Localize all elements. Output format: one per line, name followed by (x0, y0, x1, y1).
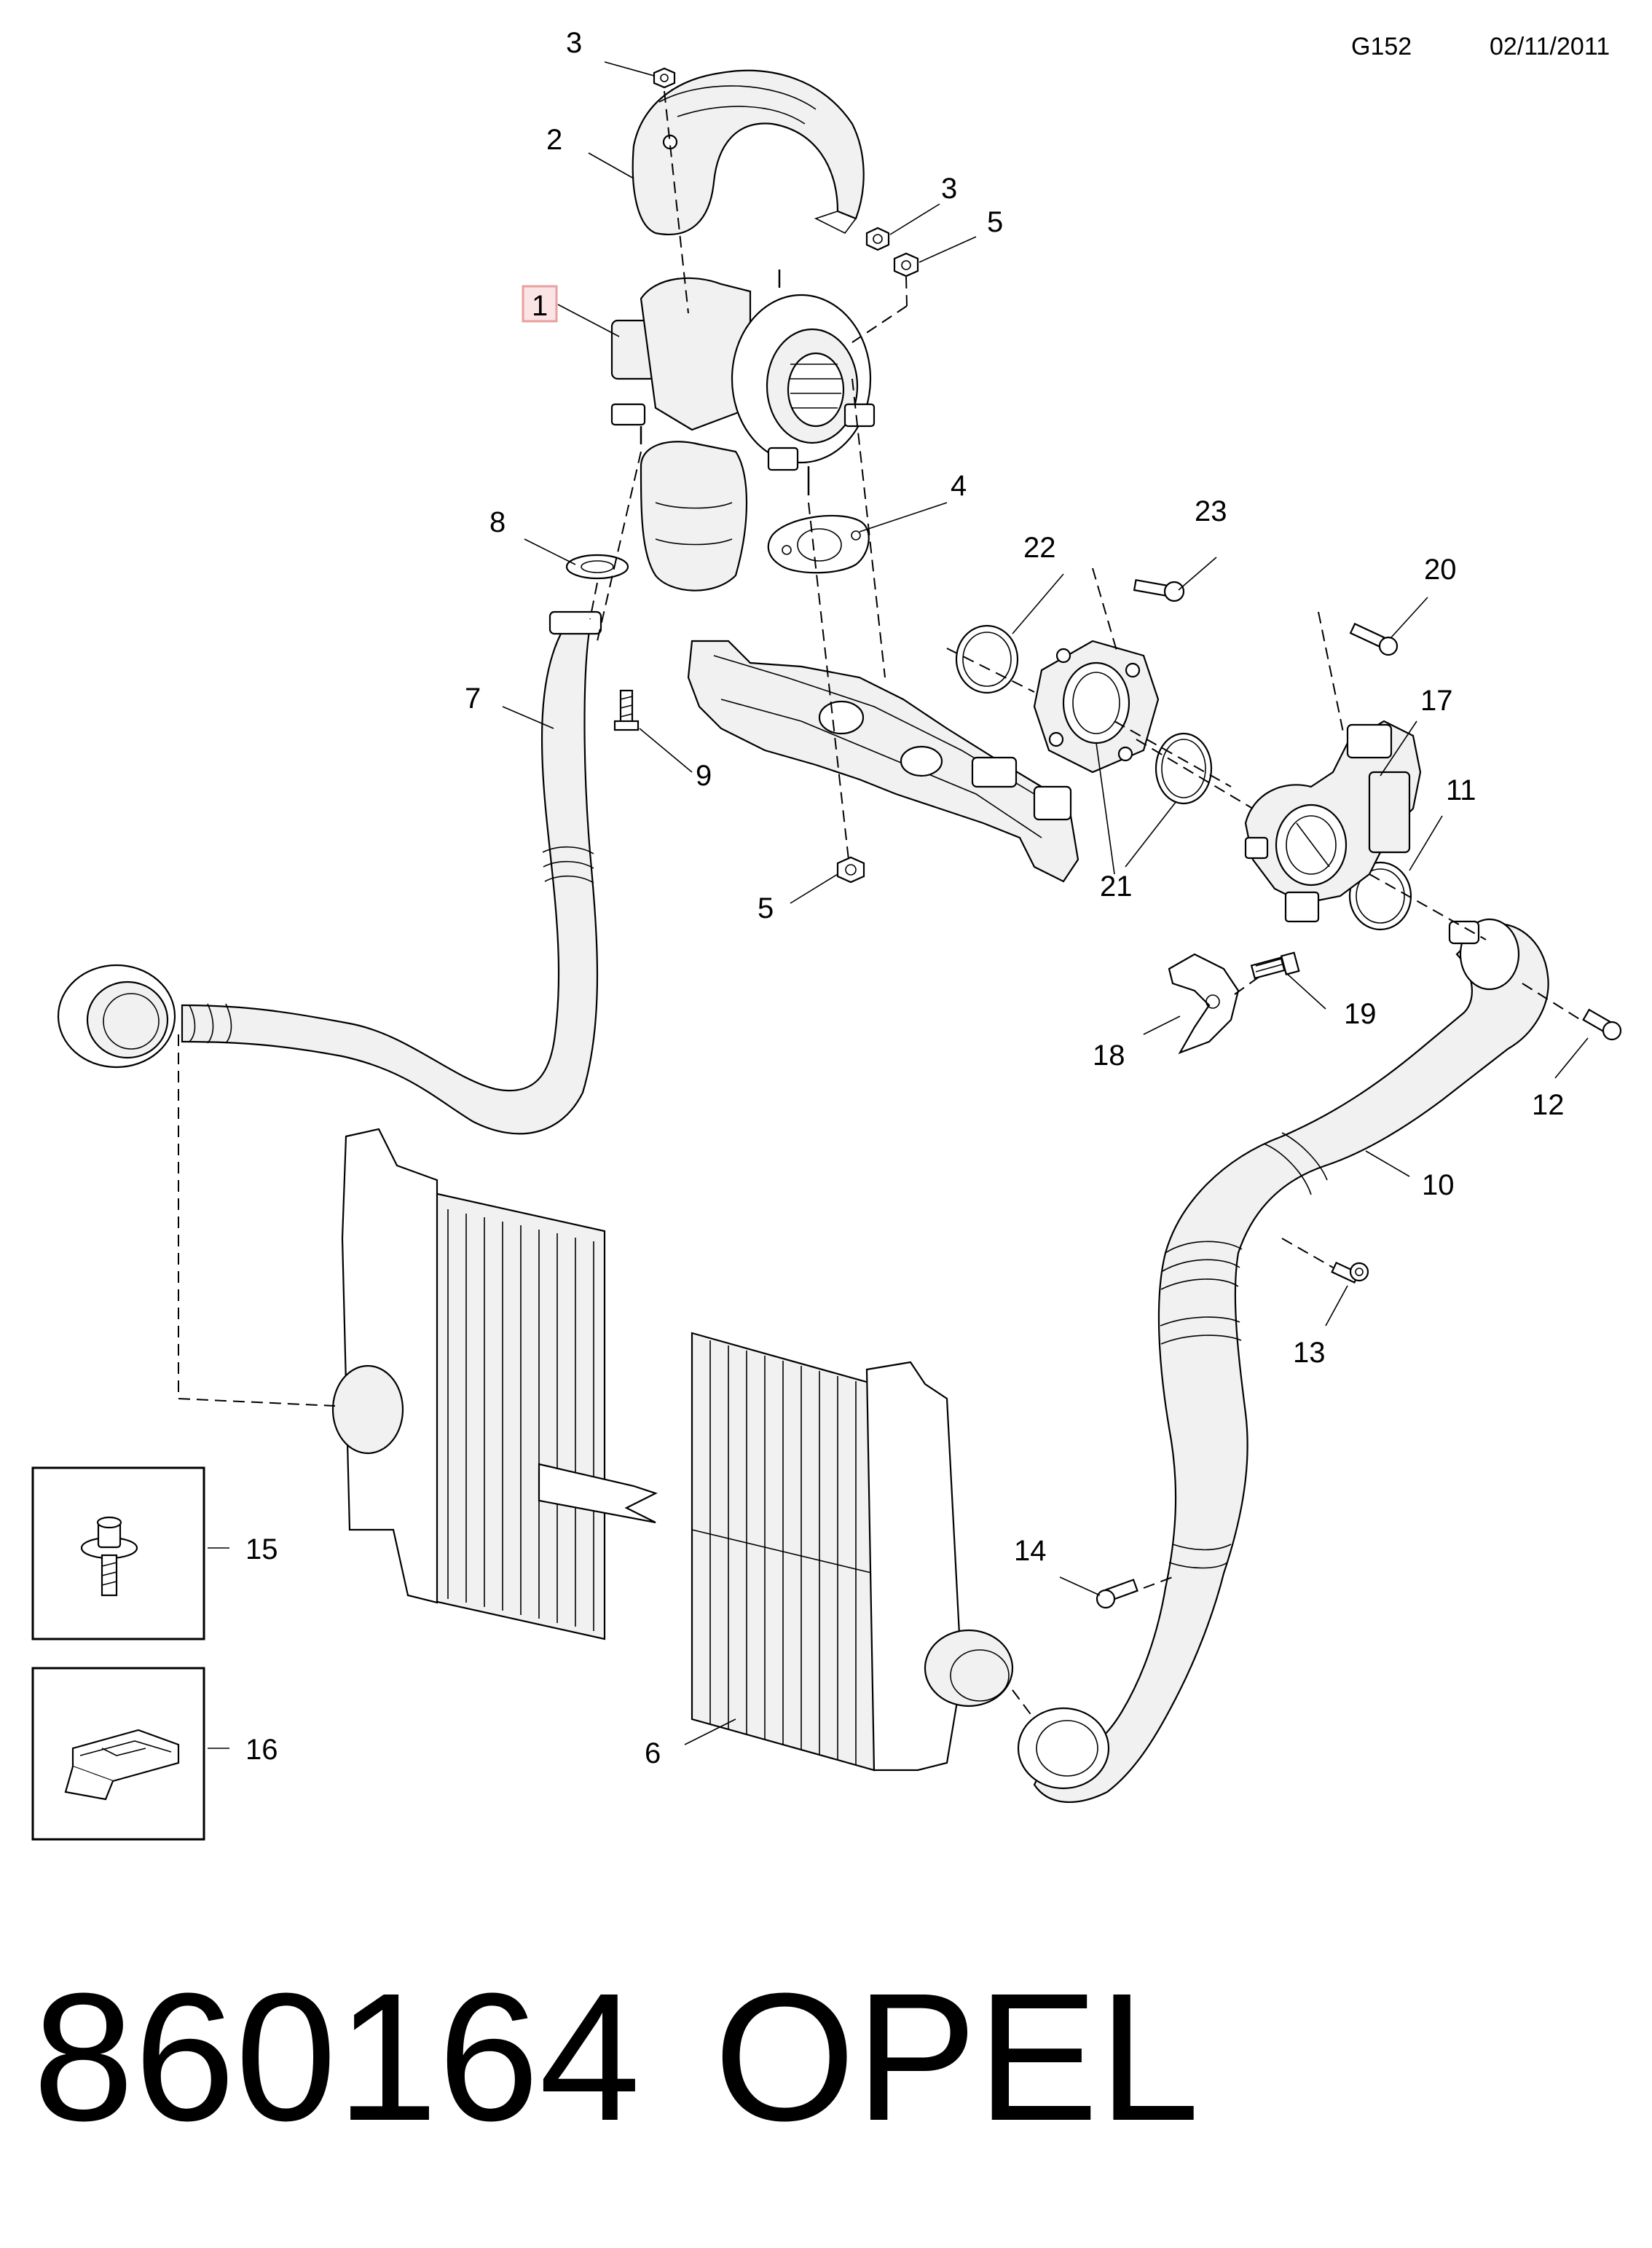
hose-7[interactable] (57, 610, 602, 1135)
bolt-20[interactable] (1349, 622, 1399, 656)
intake-manifold[interactable] (687, 640, 1079, 883)
throttle-body[interactable] (1244, 720, 1422, 923)
screw-15[interactable] (80, 1516, 138, 1597)
bracket-18[interactable] (1168, 953, 1240, 1055)
callout-10: 10 (1422, 1169, 1455, 1201)
adapter-flange[interactable] (1033, 640, 1160, 774)
drawing-date: 02/11/2011 (1490, 33, 1610, 60)
callout-11: 11 (1446, 774, 1476, 806)
leader-lines (208, 61, 1589, 1749)
bolt-13[interactable] (1331, 1262, 1369, 1284)
callout-1: 1 (532, 290, 548, 322)
callout-16: 16 (245, 1734, 278, 1766)
nut-5-top[interactable] (893, 252, 919, 278)
bolt-12[interactable] (1582, 1008, 1622, 1041)
callout-18: 18 (1093, 1039, 1125, 1072)
hose-10[interactable] (1017, 918, 1549, 1804)
nut-5-bottom[interactable] (836, 856, 865, 884)
callout-labels: 3 2 3 5 1 4 23 8 22 20 7 17 9 11 21 5 19… (245, 27, 1565, 1769)
callout-22: 22 (1023, 532, 1056, 564)
brand-name: OPEL (714, 1955, 1200, 2158)
callout-20: 20 (1424, 554, 1457, 586)
nut-3-right[interactable] (865, 227, 890, 251)
callout-5b: 5 (758, 892, 774, 924)
callout-7: 7 (465, 683, 481, 715)
bolt-9[interactable] (613, 689, 640, 731)
gasket[interactable] (767, 514, 870, 574)
callout-14: 14 (1014, 1535, 1047, 1567)
callout-6: 6 (645, 1737, 661, 1769)
sheet-code: G152 (1351, 33, 1412, 60)
callout-17: 17 (1420, 685, 1453, 717)
callout-9: 9 (696, 760, 712, 792)
dashed-alignment-lines (178, 90, 1581, 1720)
o-ring-21[interactable] (1155, 732, 1213, 805)
callout-4: 4 (951, 470, 967, 502)
callout-19: 19 (1344, 998, 1377, 1030)
o-ring-11[interactable] (1348, 861, 1412, 931)
o-ring-22[interactable] (955, 624, 1019, 694)
clip-16[interactable] (64, 1729, 180, 1801)
intercooler[interactable] (331, 1128, 1014, 1772)
bolt-23[interactable] (1133, 579, 1185, 602)
callout-3b: 3 (941, 173, 957, 205)
callout-8: 8 (489, 506, 506, 538)
part-number: 860164 (33, 1955, 640, 2158)
callout-23: 23 (1195, 495, 1227, 527)
callout-3a: 3 (566, 27, 582, 59)
heat-shield[interactable] (632, 69, 865, 235)
callout-13: 13 (1293, 1337, 1326, 1369)
clamp-8[interactable] (565, 554, 629, 580)
callout-15: 15 (245, 1533, 278, 1565)
inset-box-16 (31, 1667, 205, 1841)
bolt-14[interactable] (1096, 1579, 1138, 1609)
bolt-19[interactable] (1250, 951, 1300, 980)
callout-5a: 5 (987, 206, 1003, 238)
selected-part-box (522, 285, 558, 323)
inset-box-15 (31, 1466, 205, 1640)
nut-3-top[interactable] (653, 67, 676, 89)
turbocharger[interactable] (610, 270, 876, 592)
callout-2: 2 (546, 124, 562, 156)
callout-12: 12 (1532, 1089, 1565, 1121)
callout-21: 21 (1100, 870, 1133, 903)
